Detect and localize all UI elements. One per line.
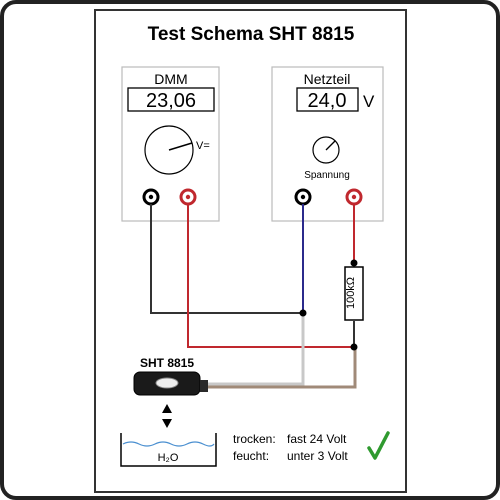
junction-dot xyxy=(350,343,358,351)
voltage-knob-indicator xyxy=(325,140,336,151)
wire-red-dmm xyxy=(187,204,355,348)
junction-dot xyxy=(299,309,307,317)
wire-brown xyxy=(206,347,357,389)
power-supply-display xyxy=(296,87,359,112)
wet-result-value: unter 3 Volt xyxy=(287,449,348,463)
dmm-display-value: 23,06 xyxy=(146,90,196,112)
resistor-label: 100kΩ xyxy=(345,277,357,309)
wire-black xyxy=(150,204,303,314)
resistor-body xyxy=(344,266,364,321)
dmm-label: DMM xyxy=(154,71,187,87)
wire-white xyxy=(206,313,305,386)
power-supply-black-terminal xyxy=(294,188,312,206)
water-surface-wave xyxy=(122,441,215,447)
sensor-cable-exit xyxy=(200,380,208,392)
dmm-meter-needle xyxy=(168,142,193,151)
dmm-red-terminal xyxy=(179,188,197,206)
wet-result-label: feucht: xyxy=(233,449,269,463)
page-title: Test Schema SHT 8815 xyxy=(148,24,355,45)
sensor-label: SHT 8815 xyxy=(140,356,194,370)
dmm-black-terminal xyxy=(142,188,160,206)
power-supply-label: Netzteil xyxy=(304,71,351,87)
water-container-outline xyxy=(120,433,217,467)
power-supply-device: Netzteil 24,0 V Spannung xyxy=(271,66,384,222)
power-supply-unit: V xyxy=(363,92,375,111)
dry-result-label: trocken: xyxy=(233,432,276,446)
water-container: H₂O xyxy=(120,433,217,467)
results: trocken: fast 24 Volt feucht: unter 3 Vo… xyxy=(233,431,390,463)
junction-dot xyxy=(350,259,358,267)
voltage-knob-label: Spannung xyxy=(304,170,350,181)
dmm-display xyxy=(127,87,215,112)
dry-result-value: fast 24 Volt xyxy=(287,432,347,446)
sensor-window xyxy=(155,377,179,389)
dmm-meter-unit: V= xyxy=(196,140,210,152)
resistor: 100kΩ xyxy=(344,266,364,321)
power-supply-red-terminal xyxy=(345,188,363,206)
sensor: SHT 8815 xyxy=(133,356,208,396)
wiring xyxy=(150,204,357,389)
water-label: H₂O xyxy=(158,452,179,464)
power-supply-display-value: 24,0 xyxy=(308,90,347,112)
dmm-device: DMM 23,06 V= xyxy=(121,66,220,222)
check-icon xyxy=(367,431,390,460)
double-arrow-icon xyxy=(162,404,172,428)
